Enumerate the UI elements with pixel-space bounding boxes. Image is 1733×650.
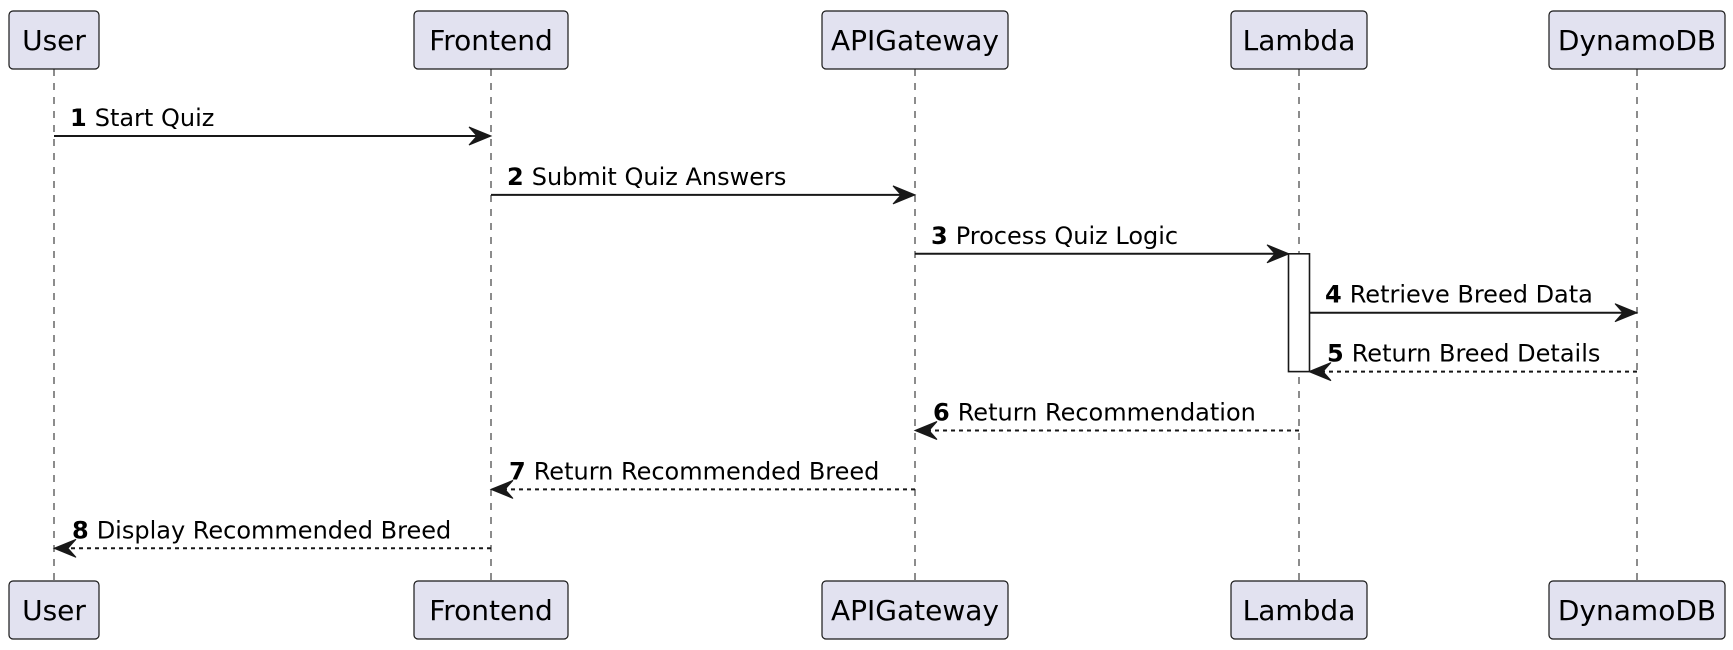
arrow-head (1266, 244, 1291, 264)
message-number: 7 (509, 457, 526, 485)
participant-apigateway-top: APIGateway (821, 10, 1009, 70)
message-text: Retrieve Breed Data (1350, 281, 1593, 309)
activation-bar-lambda (1287, 253, 1311, 373)
message-6: 6 Return Recommendation (913, 399, 1299, 440)
message-text: Return Breed Details (1352, 340, 1601, 368)
message-label: 8 Display Recommended Breed (72, 516, 451, 544)
message-4: 4 Retrieve Breed Data (1309, 281, 1639, 323)
participant-frontend-top: Frontend (413, 10, 569, 70)
arrow-head (52, 538, 77, 558)
message-number: 1 (70, 104, 87, 132)
participant-label: Frontend (429, 594, 553, 627)
message-label: 3 Process Quiz Logic (931, 222, 1178, 250)
participant-lambda-bottom: Lambda (1230, 580, 1368, 640)
activation-bars (1287, 253, 1311, 373)
participant-dynamodb-top: DynamoDB (1548, 10, 1726, 70)
message-label: 7 Return Recommended Breed (509, 457, 879, 485)
lifelines (53, 69, 1638, 581)
message-label: 1 Start Quiz (70, 104, 214, 132)
participant-box (821, 10, 1009, 70)
participant-label: DynamoDB (1558, 24, 1716, 57)
arrow-head (892, 185, 917, 205)
arrow-head (913, 421, 938, 440)
participant-box (1548, 10, 1726, 70)
participant-box (413, 580, 569, 640)
message-3: 3 Process Quiz Logic (915, 222, 1291, 264)
participant-box (1230, 10, 1368, 70)
participant-box (1230, 580, 1368, 640)
message-text: Submit Quiz Answers (532, 163, 787, 191)
message-label: 4 Retrieve Breed Data (1325, 281, 1593, 309)
participant-label: Frontend (429, 24, 553, 57)
participant-apigateway-bottom: APIGateway (821, 580, 1009, 640)
participant-user-top: User (8, 10, 100, 70)
participant-label: User (22, 24, 86, 57)
messages: 1 Start Quiz 2 Submit Quiz Answers 3 Process … (52, 104, 1639, 558)
participant-label: Lambda (1243, 594, 1356, 627)
message-text: Start Quiz (95, 104, 215, 132)
participant-label: APIGateway (831, 24, 999, 57)
message-7: 7 Return Recommended Breed (489, 457, 915, 499)
arrow-head (1307, 362, 1332, 382)
message-number: 5 (1327, 340, 1344, 368)
participant-label: DynamoDB (1558, 594, 1716, 627)
participant-box (8, 580, 100, 640)
message-number: 4 (1325, 281, 1342, 309)
message-2: 2 Submit Quiz Answers (491, 163, 917, 205)
message-text: Display Recommended Breed (97, 516, 452, 544)
participant-label: APIGateway (831, 594, 999, 627)
message-number: 2 (507, 163, 524, 191)
message-number: 6 (933, 399, 950, 427)
message-label: 5 Return Breed Details (1327, 340, 1600, 368)
participant-user-bottom: User (8, 580, 100, 640)
message-8: 8 Display Recommended Breed (52, 516, 491, 558)
message-1: 1 Start Quiz (54, 104, 493, 146)
arrow-head (1614, 303, 1639, 323)
participant-box (413, 10, 569, 70)
participant-lambda-top: Lambda (1230, 10, 1368, 70)
message-label: 2 Submit Quiz Answers (507, 163, 786, 191)
participant-box (821, 580, 1009, 640)
message-5: 5 Return Breed Details (1307, 340, 1637, 382)
arrow-head (489, 479, 514, 499)
message-text: Return Recommended Breed (534, 457, 880, 485)
arrow-head (468, 126, 493, 146)
message-number: 3 (931, 222, 948, 250)
message-label: 6 Return Recommendation (933, 399, 1256, 427)
participant-box (1548, 580, 1726, 640)
participant-label: User (22, 594, 86, 627)
participant-box (8, 10, 100, 70)
participant-dynamodb-bottom: DynamoDB (1548, 580, 1726, 640)
message-text: Process Quiz Logic (956, 222, 1178, 250)
message-number: 8 (72, 516, 89, 544)
message-text: Return Recommendation (958, 399, 1256, 427)
participant-label: Lambda (1243, 24, 1356, 57)
participant-frontend-bottom: Frontend (413, 580, 569, 640)
